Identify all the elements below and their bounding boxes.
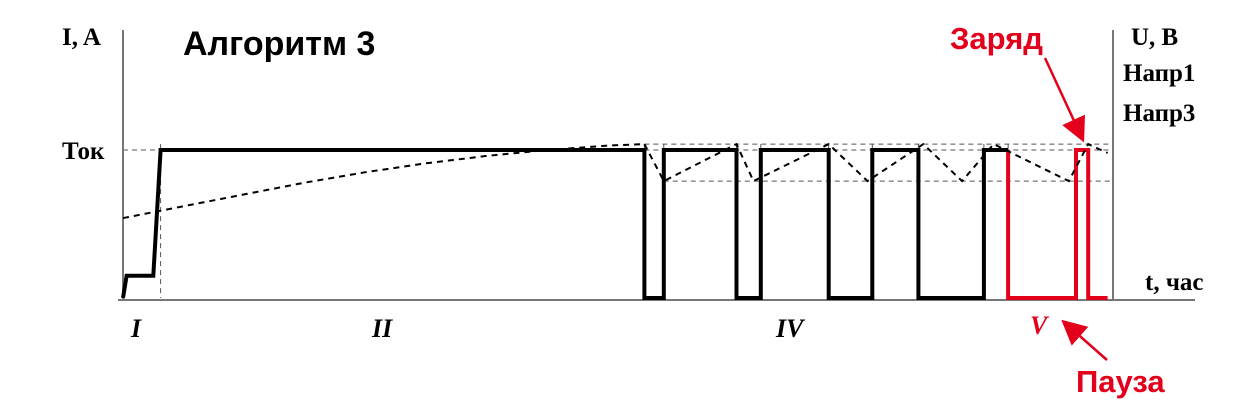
axes	[118, 30, 1195, 301]
pause-annotation: Пауза	[1076, 364, 1165, 399]
phase-label-1: I	[130, 314, 142, 343]
guide-lines	[123, 143, 1110, 298]
labels-group: I, A Алгоритм 3 Ток U, B Напр1 Напр3 t, …	[62, 21, 1204, 399]
chart-title: Алгоритм 3	[183, 25, 375, 63]
phase-label-4: IV	[775, 314, 806, 343]
charge-arrow	[1043, 57, 1085, 143]
voltage-level-3: Напр3	[1123, 100, 1195, 127]
phase-label-2: II	[371, 314, 393, 343]
y-left-axis-label: I, A	[62, 24, 101, 51]
x-axis-label: t, час	[1145, 269, 1204, 296]
y-right-axis-label: U, B	[1131, 24, 1178, 51]
pause-arrow	[1061, 319, 1108, 361]
voltage-saw-curve	[643, 142, 1109, 183]
current-series-phase-v	[1006, 148, 1108, 300]
y-tick-current: Ток	[62, 138, 105, 165]
voltage-level-1: Напр1	[1123, 60, 1195, 87]
series-group	[121, 142, 1109, 300]
current-series-line	[121, 148, 1009, 300]
charge-annotation: Заряд	[950, 21, 1043, 56]
voltage-rise-curve	[122, 143, 645, 220]
phase-label-5: V	[1030, 311, 1050, 340]
